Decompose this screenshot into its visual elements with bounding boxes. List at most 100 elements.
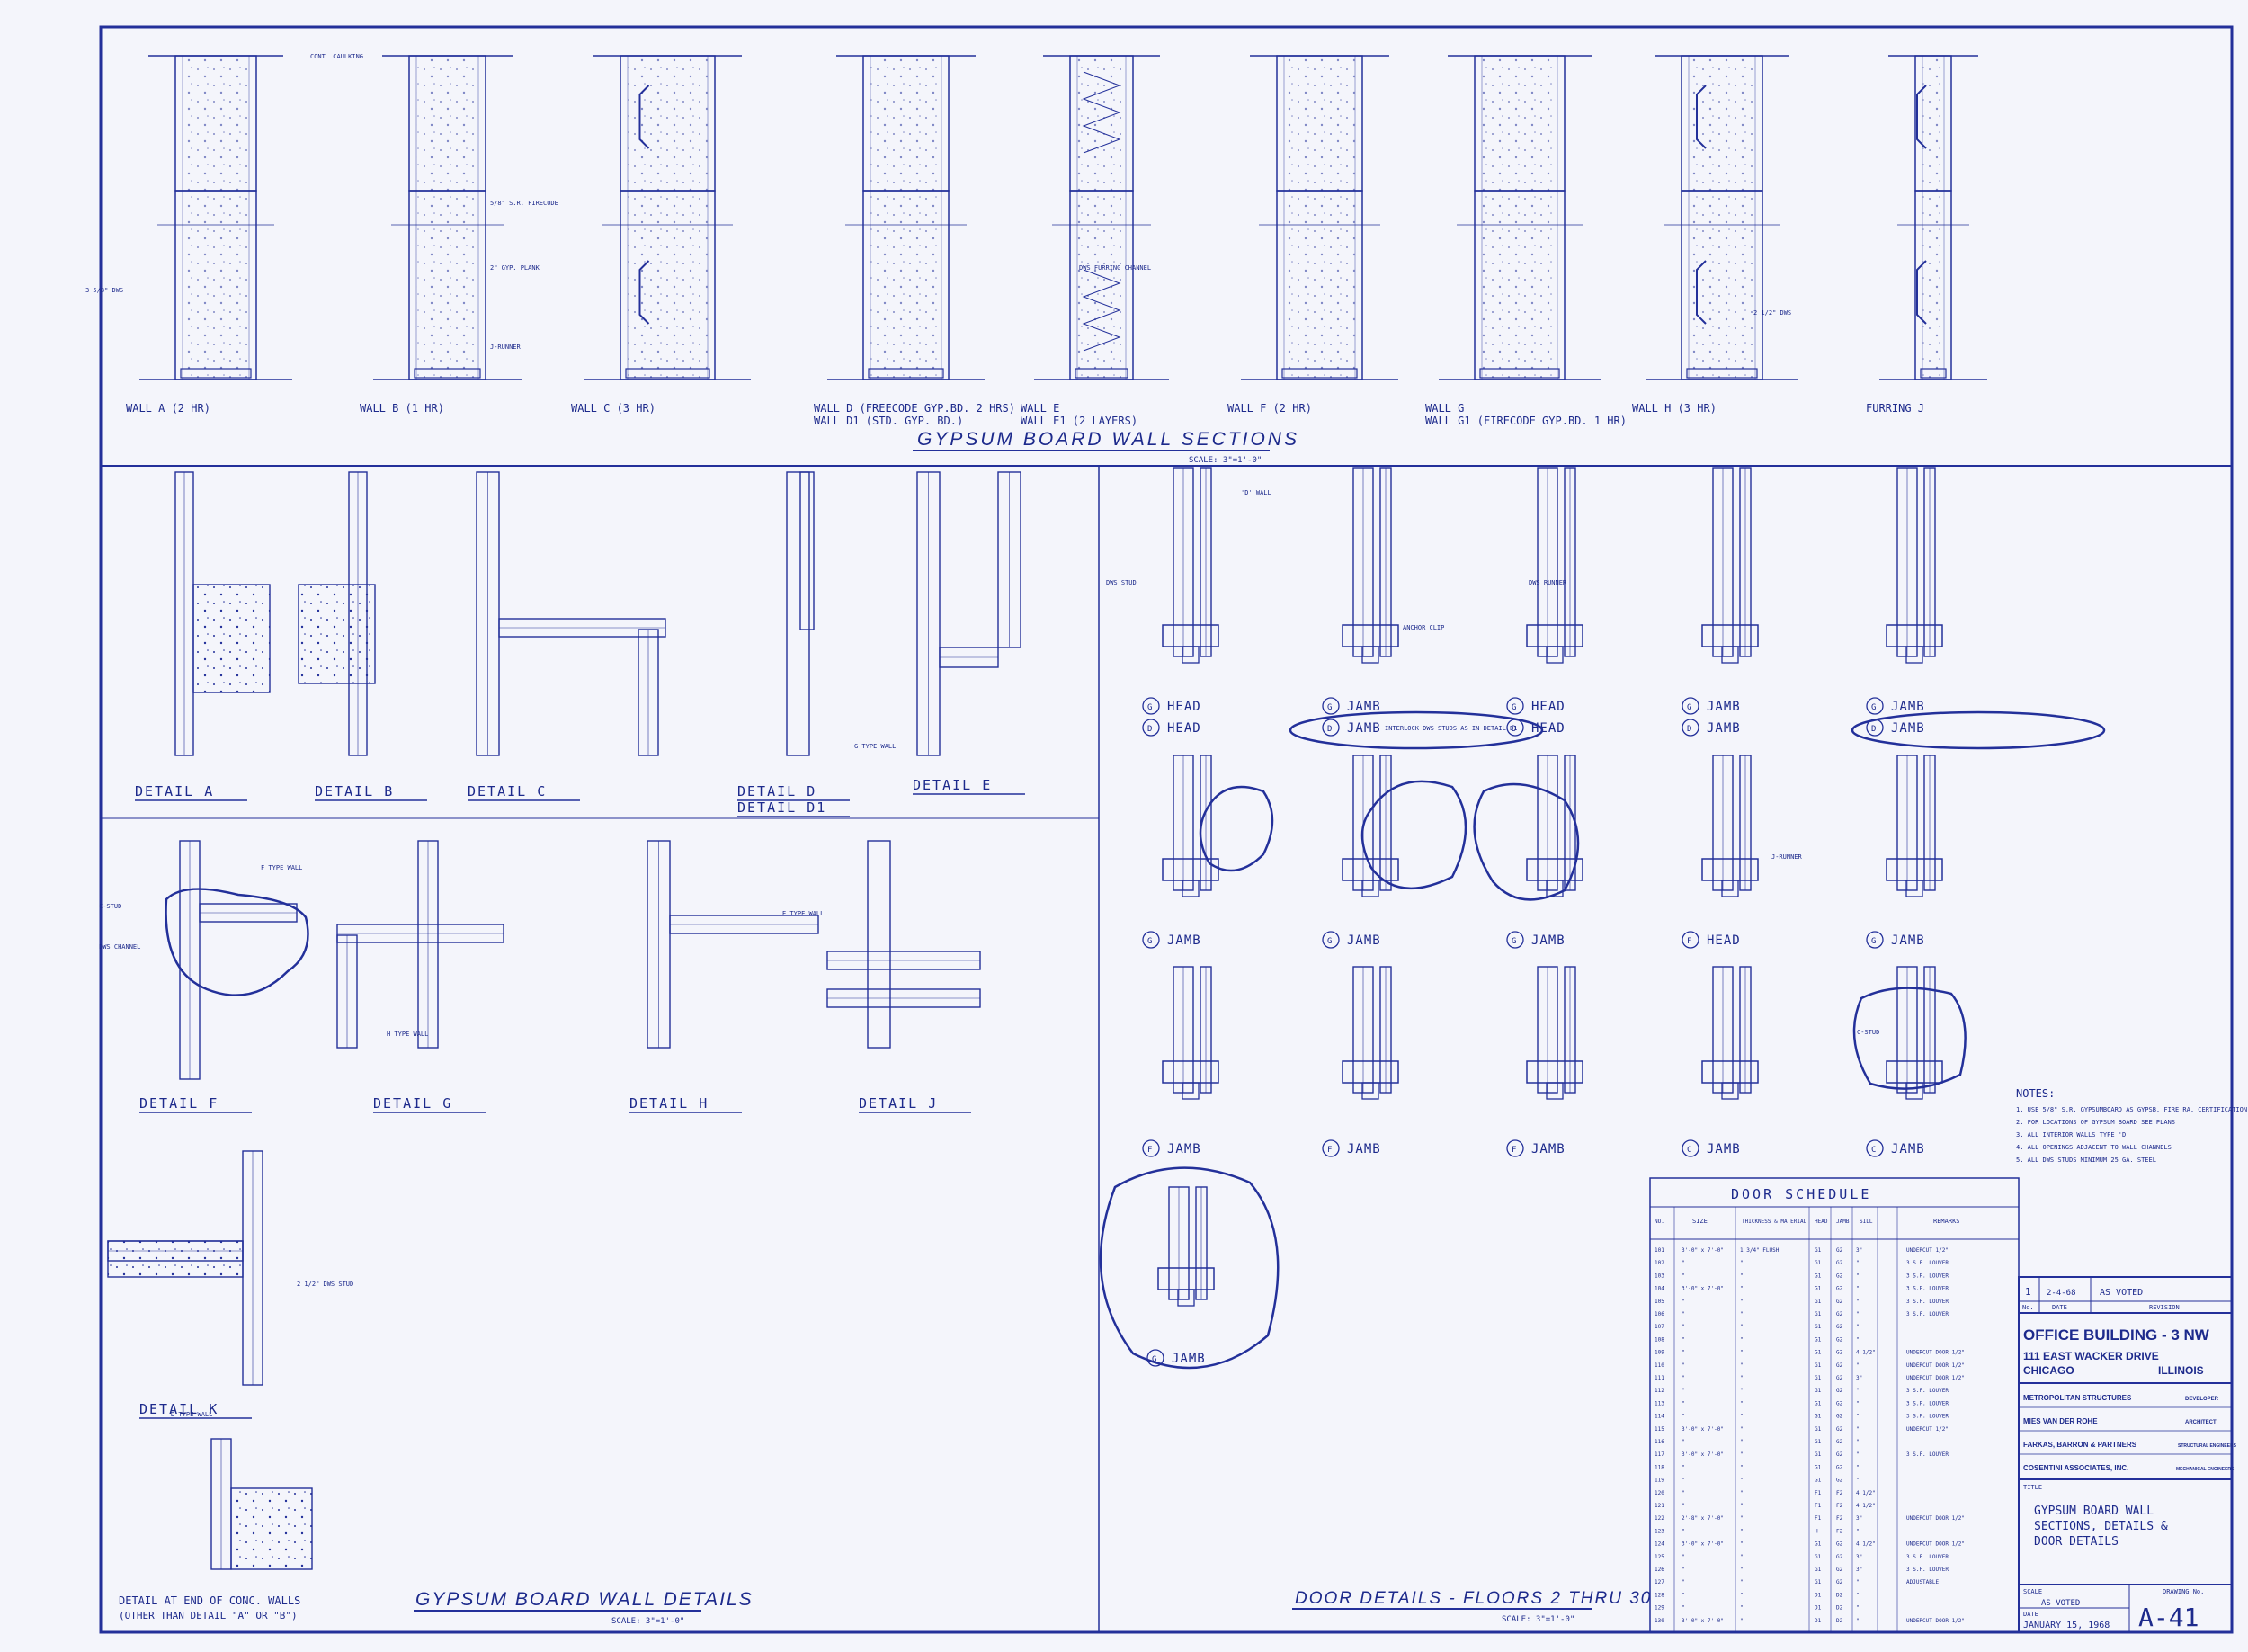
door-detail-marker-letter: F — [1512, 1146, 1516, 1155]
door-schedule-col-jamb: JAMB — [1836, 1219, 1850, 1225]
note-4: 4. ALL OPENINGS ADJACENT TO WALL CHANNEL… — [2016, 1144, 2172, 1151]
wall-section-upper-core — [870, 55, 942, 192]
structural-name: FARKAS, BARRON & PARTNERS — [2023, 1441, 2137, 1449]
detail-b-drawing — [298, 471, 376, 756]
door-schedule-cell: G1 — [1815, 1439, 1822, 1445]
drawing-no-label: DRAWING No. — [2163, 1588, 2204, 1595]
door-schedule-col-sill: SILL — [1860, 1219, 1873, 1225]
wall-section-label: WALL F (2 HR) — [1227, 402, 1312, 415]
door-detail-marker-icon — [1682, 931, 1699, 949]
detail-label-group: DETAIL B — [315, 783, 427, 801]
door-schedule-cell: 121 — [1655, 1503, 1664, 1509]
detail-label-group: DETAIL A — [135, 783, 247, 801]
wall-section-callout-text: J-RUNNER — [490, 344, 522, 351]
door-schedule-cell: " — [1740, 1618, 1744, 1624]
wall-section-callout-text: 2" GYP. PLANK — [490, 264, 540, 272]
door-schedule-cell: " — [1856, 1272, 1860, 1279]
door-schedule-cell: " — [1740, 1350, 1744, 1356]
door-schedule-cell: " — [1856, 1260, 1860, 1266]
detail-callout: 2 1/2" DWS STUD — [297, 1281, 353, 1288]
door-detail-marker-letter: F — [1147, 1146, 1152, 1155]
door-schedule-cell: " — [1682, 1567, 1685, 1573]
wall-section-insulation — [1082, 71, 1121, 154]
door-schedule-cell: 3 S.F. LOUVER — [1906, 1260, 1949, 1266]
detail-f-drawing — [165, 840, 309, 1080]
door-detail-label: JAMB — [1531, 1142, 1566, 1156]
wall-section-runner — [1920, 368, 1947, 379]
door-detail-label: HEAD — [1531, 721, 1566, 736]
door-schedule-cell: G2 — [1836, 1439, 1843, 1445]
door-schedule-cell: G1 — [1815, 1579, 1822, 1585]
wall-section-lower-core — [627, 190, 709, 380]
door-detail-marker-icon — [1146, 1349, 1164, 1367]
door-schedule-col-thickness: THICKNESS & MATERIAL — [1742, 1219, 1807, 1225]
door-detail-label: JAMB — [1347, 721, 1381, 736]
door-detail-marker-letter: D — [1147, 725, 1152, 734]
door-detail-label: JAMB — [1891, 700, 1925, 714]
door-detail-marker-letter: F — [1687, 937, 1691, 946]
door-schedule-cell: " — [1682, 1362, 1685, 1369]
door-detail-marker-icon — [1506, 697, 1524, 715]
door-detail-label: JAMB — [1347, 1142, 1381, 1156]
door-schedule-cell: F1 — [1815, 1490, 1822, 1496]
wall-section-label: WALL D (FREECODE GYP.BD. 2 HRS) — [814, 402, 1015, 415]
door-detail-marker-icon — [1682, 719, 1699, 737]
wall-section-insulation — [1082, 269, 1121, 352]
door-schedule-cell: " — [1856, 1451, 1860, 1458]
door-detail-marker-icon — [1866, 697, 1884, 715]
detail-a-drawing — [174, 471, 271, 756]
door-schedule-cell: 4 1/2" — [1856, 1490, 1876, 1496]
door-schedule-cell: G2 — [1836, 1324, 1843, 1330]
door-detail-callout: C-STUD — [1857, 1029, 1879, 1036]
door-schedule-cell: G1 — [1815, 1362, 1822, 1369]
door-schedule-cell: D2 — [1836, 1605, 1843, 1612]
wall-section-d: WALL D (FREECODE GYP.BD. 2 HRS)WALL D1 (… — [814, 55, 1015, 427]
door-schedule-cell: 128 — [1655, 1592, 1664, 1598]
revision-cloud-row3 — [1852, 987, 1967, 1090]
door-detail-label: JAMB — [1707, 721, 1741, 736]
door-schedule-cell: D1 — [1815, 1592, 1822, 1598]
door-schedule-cell: " — [1740, 1478, 1744, 1484]
door-anchor-clip — [1721, 880, 1739, 897]
door-schedule-cell: " — [1740, 1515, 1744, 1522]
door-schedule-cell: " — [1740, 1336, 1744, 1343]
detail-label: DETAIL J — [859, 1095, 938, 1112]
door-schedule-cell: 3" — [1856, 1515, 1862, 1522]
door-schedule-cell: G2 — [1836, 1451, 1843, 1458]
door-schedule-cell: " — [1856, 1478, 1860, 1484]
revision-cloud-row2-c — [1473, 782, 1580, 901]
detail-label: DETAIL D — [737, 783, 816, 799]
door-anchor-clip — [1361, 880, 1379, 897]
door-schedule-cell: " — [1682, 1503, 1685, 1509]
project-city: CHICAGO — [2023, 1364, 2074, 1377]
door-schedule-cell: " — [1740, 1451, 1744, 1458]
detail-label: DETAIL H — [629, 1095, 709, 1112]
door-schedule-cell: G1 — [1815, 1478, 1822, 1484]
door-schedule-cell: " — [1682, 1324, 1685, 1330]
door-schedule-cell: ADJUSTABLE — [1906, 1579, 1940, 1585]
door-detail-callout: 'D' WALL — [1241, 489, 1271, 496]
door-detail-marker-letter: G — [1871, 937, 1876, 946]
wall-section-runner — [1075, 368, 1128, 379]
detail-label: DETAIL E — [913, 777, 992, 793]
mechanical-name: COSENTINI ASSOCIATES, INC. — [2023, 1464, 2128, 1472]
door-schedule-cell: 124 — [1655, 1541, 1664, 1548]
sheet-title-line-3: DOOR DETAILS — [2034, 1535, 2119, 1549]
door-detail-marker-letter: D — [1512, 725, 1516, 734]
wall-section-h: WALL H (3 HR) — [1632, 55, 1798, 415]
developer-role: DEVELOPER — [2185, 1397, 2219, 1402]
door-schedule-cell: " — [1682, 1272, 1685, 1279]
door-detail-marker-icon — [1142, 931, 1160, 949]
project-address: 111 EAST WACKER DRIVE — [2023, 1350, 2159, 1362]
end-conc-wall-drawing — [210, 1438, 313, 1570]
door-schedule-cell: 108 — [1655, 1336, 1664, 1343]
